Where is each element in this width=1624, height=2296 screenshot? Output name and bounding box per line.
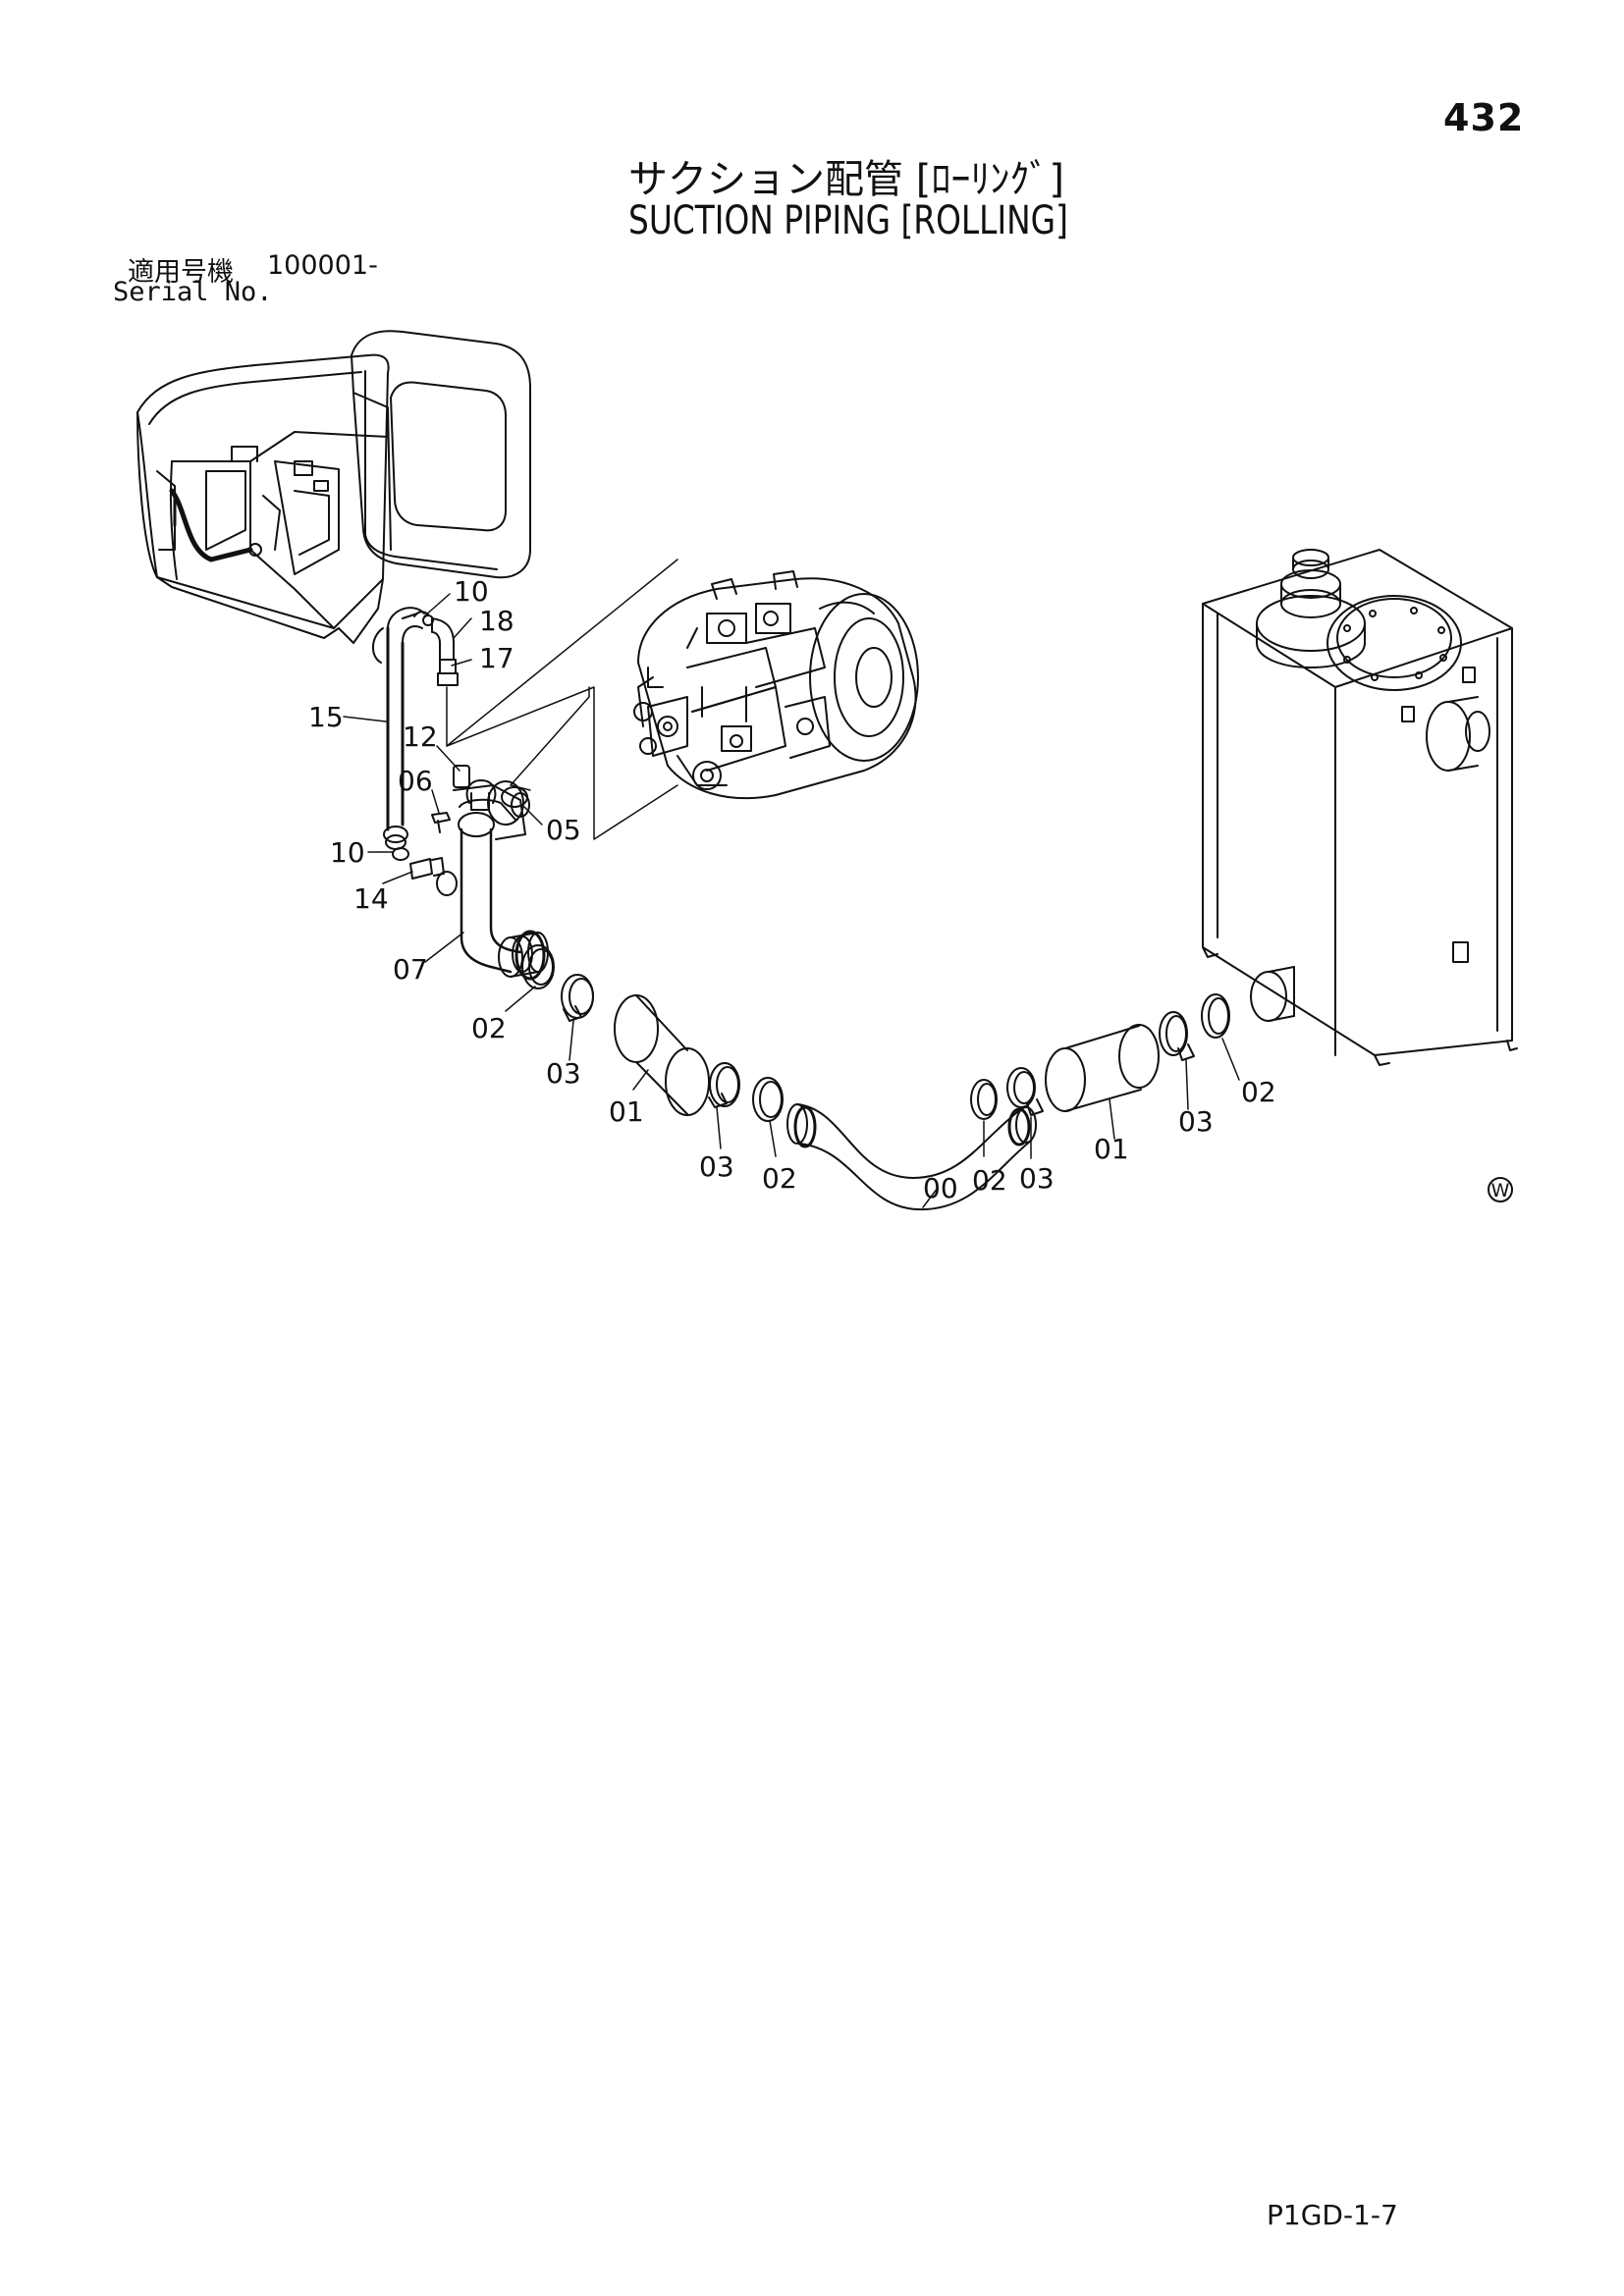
callout-05: 05 bbox=[546, 814, 581, 846]
suction-pipe-07-drawing bbox=[431, 765, 549, 981]
hose-15-drawing bbox=[372, 607, 459, 850]
clamps-mid-left-drawing bbox=[708, 1062, 784, 1122]
callout-12: 12 bbox=[403, 721, 438, 753]
title-japanese: サクション配管 [ﾛｰﾘﾝｸﾞ] bbox=[628, 157, 1064, 202]
clamps-right-drawing bbox=[1159, 993, 1230, 1061]
bent-pipe-00-drawing bbox=[786, 1103, 1037, 1211]
title-english: SUCTION PIPING [ROLLING] bbox=[628, 198, 1068, 243]
callout-10-top: 10 bbox=[454, 575, 489, 608]
callout-03-d: 03 bbox=[1178, 1105, 1214, 1138]
callout-leaders bbox=[343, 593, 1240, 1208]
callout-15: 15 bbox=[308, 701, 344, 733]
callout-02-d: 02 bbox=[1241, 1076, 1276, 1108]
clamps-mid-right-drawing bbox=[970, 1067, 1044, 1120]
serial-label-japanese: 適用号機 bbox=[128, 257, 234, 288]
guide-lines bbox=[446, 559, 678, 840]
fitting-14-drawing bbox=[392, 847, 458, 896]
callout-02-a: 02 bbox=[471, 1012, 507, 1044]
callout-03-b: 03 bbox=[699, 1150, 734, 1183]
callout-14: 14 bbox=[353, 882, 389, 915]
hose-01-right-drawing bbox=[1045, 1024, 1160, 1112]
callout-17: 17 bbox=[479, 642, 514, 674]
page-number: 432 bbox=[1443, 96, 1525, 139]
callout-03-c: 03 bbox=[1019, 1162, 1055, 1195]
callout-labels: 10 18 17 15 12 06 05 10 14 07 02 03 01 0… bbox=[308, 575, 1276, 1204]
callout-07: 07 bbox=[393, 953, 428, 986]
hydraulic-pump-drawing bbox=[633, 570, 919, 800]
callout-03-a: 03 bbox=[546, 1057, 581, 1090]
clamps-left-drawing bbox=[521, 944, 594, 1022]
callout-00: 00 bbox=[923, 1172, 958, 1204]
drawing-code: P1GD-1-7 bbox=[1267, 2199, 1398, 2231]
callout-01-b: 01 bbox=[1094, 1133, 1129, 1165]
callout-02-c: 02 bbox=[972, 1164, 1007, 1197]
callout-01-a: 01 bbox=[609, 1095, 644, 1128]
hydraulic-tank-drawing bbox=[1202, 549, 1518, 1066]
callout-10-bottom: 10 bbox=[330, 836, 365, 869]
w-mark-symbol: W bbox=[1488, 1177, 1513, 1202]
callout-02-b: 02 bbox=[762, 1162, 797, 1195]
serial-label-english: Serial No. bbox=[113, 277, 273, 307]
hose-01-left-drawing bbox=[614, 994, 710, 1116]
w-mark-letter: W bbox=[1491, 1180, 1510, 1201]
callout-06: 06 bbox=[398, 765, 433, 797]
callout-18: 18 bbox=[479, 605, 514, 637]
excavator-overview-drawing bbox=[136, 330, 531, 644]
serial-number-value: 100001- bbox=[267, 250, 378, 281]
